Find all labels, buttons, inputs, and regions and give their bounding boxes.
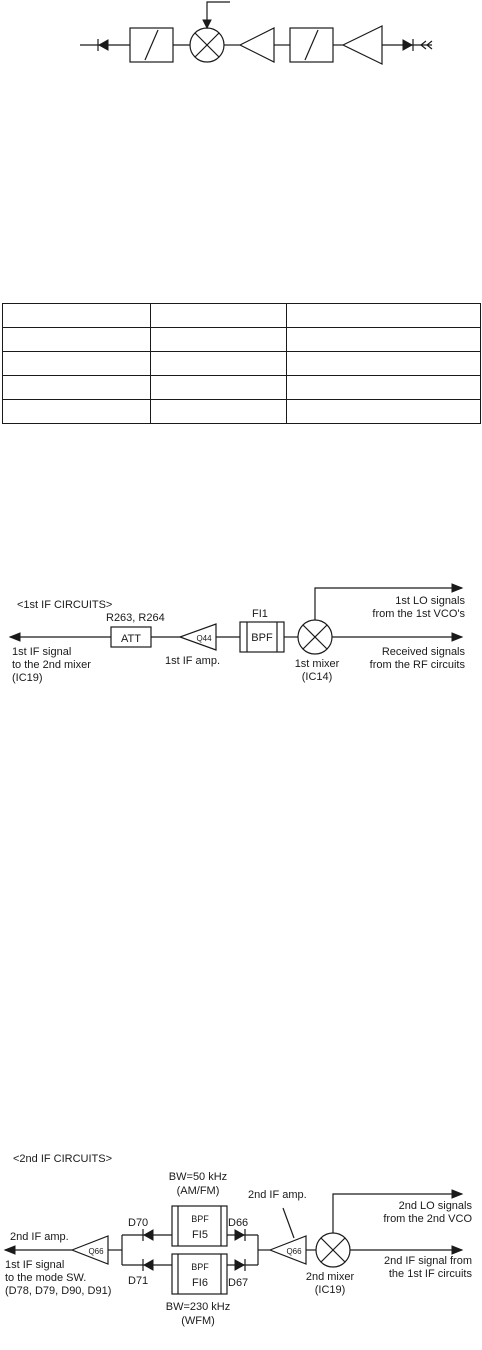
table-cell bbox=[286, 399, 481, 424]
first-if-rx-line1: Received signals bbox=[382, 646, 466, 658]
first-if-heading: <1st IF CIRCUITS> bbox=[17, 599, 112, 611]
first-if-lo-line2: from the 1st VCO's bbox=[372, 608, 465, 620]
first-if-output-line1: 1st IF signal bbox=[12, 646, 71, 658]
top-chain-diagram bbox=[80, 1, 433, 65]
table-cell bbox=[150, 303, 287, 328]
top-amp-2-icon bbox=[341, 25, 383, 65]
top-left-diode-icon bbox=[97, 39, 109, 51]
table-row bbox=[2, 351, 481, 376]
first-if-amp-icon bbox=[178, 623, 217, 651]
first-if-att-block bbox=[110, 626, 152, 648]
table-row bbox=[2, 303, 481, 328]
empty-table bbox=[2, 303, 481, 424]
first-if-bpf-ref: FI1 bbox=[252, 608, 268, 620]
top-right-diode-icon bbox=[402, 39, 414, 51]
second-if-right-amp-label: 2nd IF amp. bbox=[248, 1189, 307, 1201]
second-if-mixer-ic: (IC19) bbox=[315, 1284, 346, 1296]
filter-fi5-mode: (AM/FM) bbox=[177, 1185, 220, 1197]
second-if-mixer-label: 2nd mixer bbox=[306, 1271, 355, 1283]
second-if-right-amp-transistor: Q66 bbox=[286, 1247, 302, 1256]
first-if-bpf-label: BPF bbox=[251, 632, 273, 644]
diode-d71-icon bbox=[142, 1259, 154, 1271]
filter-fi5-block bbox=[171, 1205, 228, 1247]
first-if-att-ref: R263, R264 bbox=[106, 612, 165, 624]
table-row bbox=[2, 327, 481, 352]
table-cell bbox=[2, 351, 151, 376]
table-cell bbox=[150, 327, 287, 352]
table-cell bbox=[2, 303, 151, 328]
table-cell bbox=[286, 327, 481, 352]
table-cell bbox=[2, 399, 151, 424]
first-if-att-label: ATT bbox=[121, 633, 141, 645]
second-if-lo-line1: 2nd LO signals bbox=[399, 1200, 473, 1212]
first-if-output-line3: (IC19) bbox=[12, 672, 43, 684]
second-if-right-amp-icon bbox=[268, 1235, 307, 1265]
second-if-in-line2: the 1st IF circuits bbox=[389, 1268, 473, 1280]
filter-fi5-label: BPF bbox=[191, 1214, 209, 1224]
second-if-out-line3: (D78, D79, D90, D91) bbox=[5, 1285, 111, 1297]
second-if-left-amp-transistor: Q66 bbox=[88, 1247, 104, 1256]
table-cell bbox=[286, 351, 481, 376]
table-cell bbox=[2, 327, 151, 352]
second-if-left-amp-label: 2nd IF amp. bbox=[10, 1231, 69, 1243]
first-if-diagram: <1st IF CIRCUITS> ATT R263, R264 Q44 1st… bbox=[8, 583, 466, 684]
first-if-amp-label: 1st IF amp. bbox=[165, 655, 220, 667]
table-cell bbox=[150, 351, 287, 376]
table-cell bbox=[150, 399, 287, 424]
second-if-in-line1: 2nd IF signal from bbox=[384, 1255, 472, 1267]
diode-d66-icon bbox=[234, 1229, 246, 1241]
filter-fi5-bw: BW=50 kHz bbox=[169, 1171, 227, 1183]
first-if-mixer-label: 1st mixer bbox=[295, 658, 340, 670]
second-if-heading: <2nd IF CIRCUITS> bbox=[13, 1153, 112, 1165]
diode-d67-icon bbox=[234, 1259, 246, 1271]
filter-fi6-ref: FI6 bbox=[192, 1277, 208, 1289]
first-if-mixer-ic: (IC14) bbox=[302, 671, 333, 683]
table-cell bbox=[286, 375, 481, 400]
second-if-out-line2: to the mode SW. bbox=[5, 1272, 86, 1284]
first-if-output-line2: to the 2nd mixer bbox=[12, 659, 91, 671]
first-if-rx-line2: from the RF circuits bbox=[370, 659, 466, 671]
table-row bbox=[2, 375, 481, 400]
second-if-lo-line2: from the 2nd VCO bbox=[383, 1213, 472, 1225]
filter-fi6-bw: BW=230 kHz bbox=[166, 1301, 231, 1313]
second-if-left-amp-icon bbox=[70, 1235, 109, 1265]
second-if-diagram: <2nd IF CIRCUITS> 2nd mixer (IC19) Q66 2… bbox=[3, 1153, 473, 1327]
table-cell bbox=[150, 375, 287, 400]
first-if-lo-line1: 1st LO signals bbox=[395, 595, 465, 607]
filter-fi5-ref: FI5 bbox=[192, 1229, 208, 1241]
diode-d70-label: D70 bbox=[128, 1217, 148, 1229]
filter-fi6-block bbox=[171, 1253, 228, 1295]
second-if-out-line1: 1st IF signal bbox=[5, 1259, 64, 1271]
table-cell bbox=[286, 303, 481, 328]
diode-d67-label: D67 bbox=[228, 1277, 248, 1289]
filter-fi6-mode: (WFM) bbox=[181, 1315, 215, 1327]
diode-d66-label: D66 bbox=[228, 1217, 248, 1229]
diode-d71-label: D71 bbox=[128, 1275, 148, 1287]
table-row bbox=[2, 399, 481, 424]
top-amp-1-icon bbox=[238, 27, 275, 63]
filter-fi6-label: BPF bbox=[191, 1262, 209, 1272]
diode-d70-icon bbox=[142, 1229, 154, 1241]
table-cell bbox=[2, 375, 151, 400]
first-if-amp-transistor: Q44 bbox=[196, 634, 212, 643]
